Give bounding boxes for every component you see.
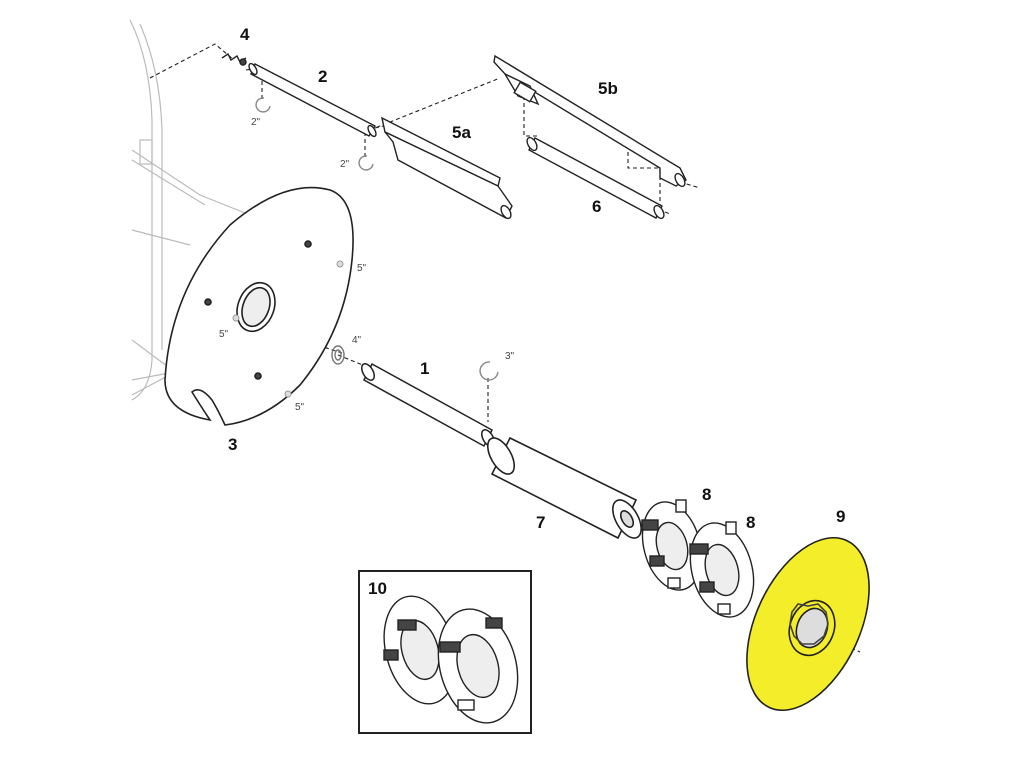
label-part-5b: 5b (598, 79, 618, 98)
part-1-shaft (361, 362, 495, 448)
part-10-hub-set (383, 595, 519, 724)
inset-box (358, 570, 532, 734)
label-part-5a: 5a (452, 123, 471, 142)
label-part-7: 7 (536, 513, 546, 532)
label-screw-5-upper: 5" (357, 263, 367, 274)
label-part-6: 6 (592, 197, 602, 216)
screw-5-left (232, 314, 240, 322)
label-washer-4: 4" (352, 335, 362, 346)
label-part-2: 2 (318, 67, 328, 86)
screw-5-lower (284, 390, 292, 398)
label-part-8-front: 8 (702, 485, 712, 504)
screw-5-upper (336, 260, 344, 268)
part-3-side-plate (164, 186, 354, 426)
part-6-rod (526, 136, 665, 220)
label-screw-5-lower: 5" (295, 402, 305, 413)
part-5b-bracket (493, 54, 687, 188)
label-screw-5-left: 5" (219, 329, 229, 340)
label-clip-2-lower: 2" (340, 159, 350, 170)
label-clip-3: 3" (505, 351, 515, 362)
label-part-3: 3 (228, 435, 238, 454)
label-part-9: 9 (836, 507, 846, 526)
part-4-spring (221, 52, 247, 66)
label-part-10: 10 (368, 579, 387, 598)
washer-4 (331, 345, 345, 365)
label-part-4: 4 (240, 25, 250, 44)
part-9-disc-highlighted (746, 536, 870, 712)
part-8-hub-front (641, 499, 703, 591)
part-8-hub-back (689, 521, 755, 618)
clip-2-upper (255, 97, 271, 113)
clip-3 (479, 361, 499, 381)
label-part-1: 1 (420, 359, 430, 378)
part-5a-blade (381, 116, 513, 220)
part-7-roller (486, 436, 642, 540)
label-part-8-back: 8 (746, 513, 756, 532)
clip-2-lower (358, 155, 374, 171)
label-clip-2-upper: 2" (251, 117, 261, 128)
part-2-rod (248, 62, 377, 138)
